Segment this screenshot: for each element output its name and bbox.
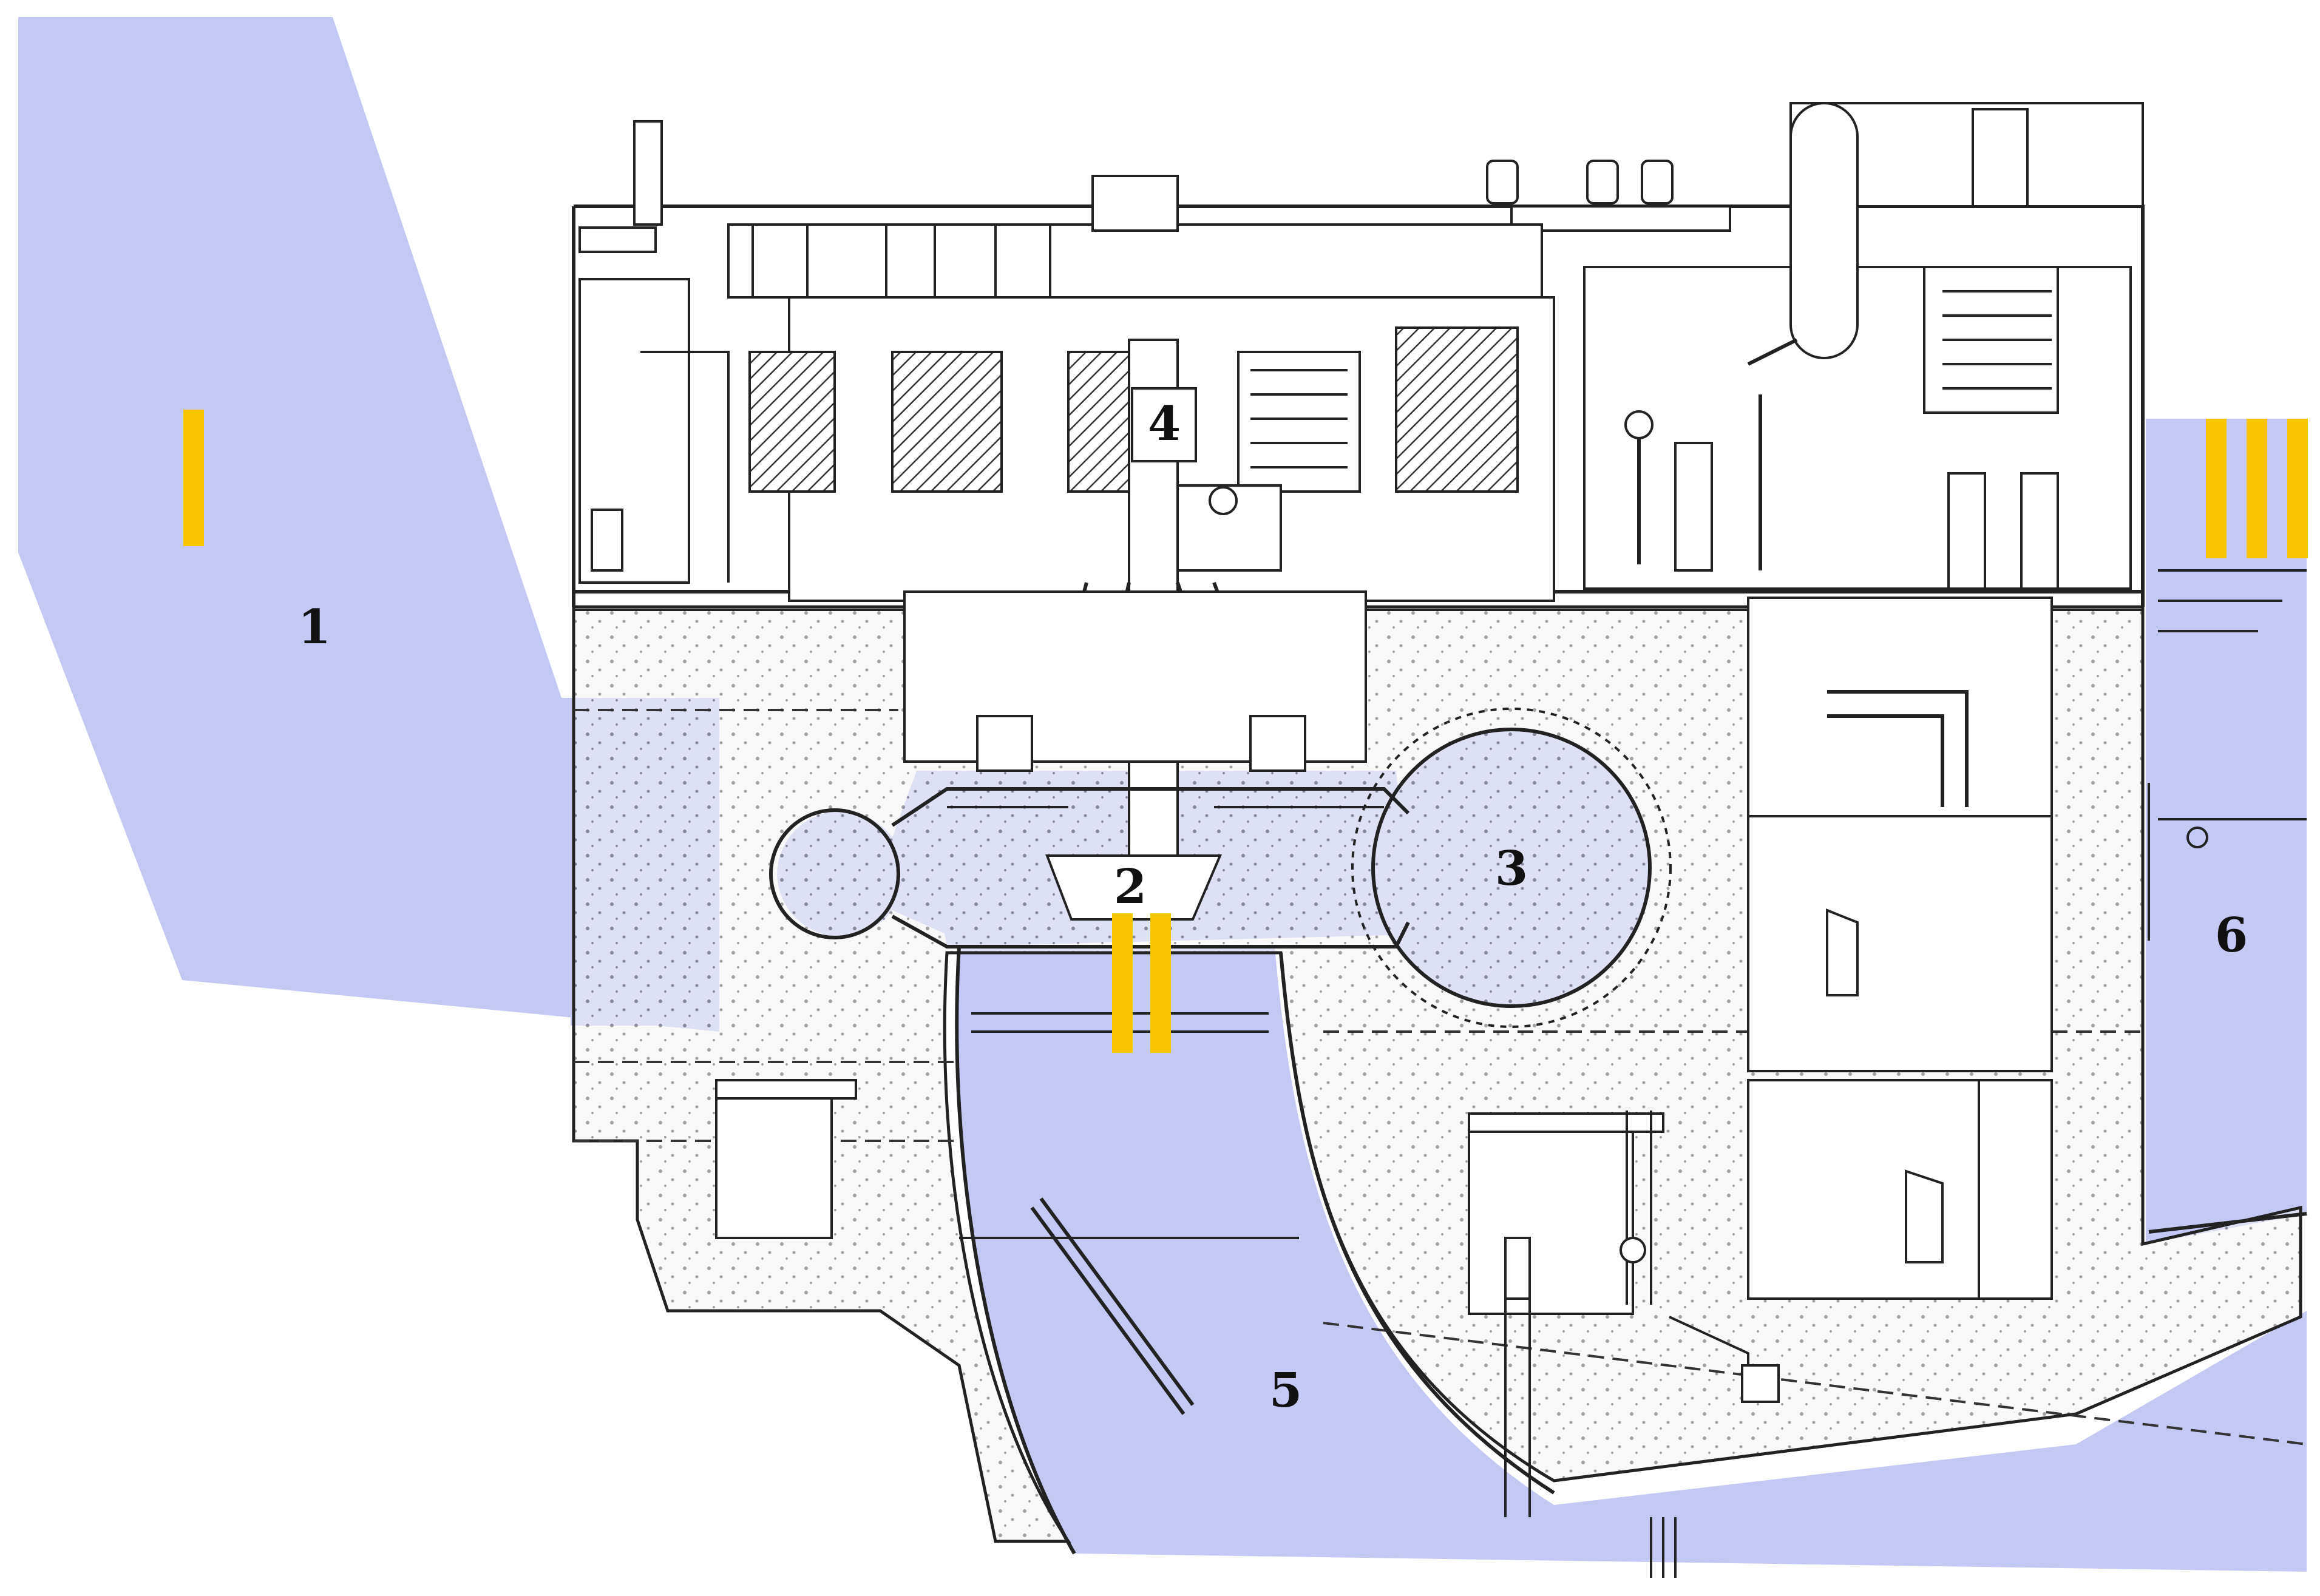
yellow-markers [183, 410, 2308, 1053]
draft-tube-water [957, 947, 2307, 1572]
marker-tailwater-3 [2287, 419, 2308, 558]
marker-runner-1 [1112, 913, 1133, 1053]
marker-tailwater-2 [2247, 419, 2267, 558]
generator-label-box [1131, 387, 1197, 462]
generator-assembly [727, 175, 1555, 899]
label-headwater: 1 [298, 600, 331, 655]
label-generator: 4 [1148, 396, 1181, 451]
number-labels: 1 2 3 4 5 6 [298, 396, 2248, 1418]
marker-tailwater-1 [2206, 419, 2227, 558]
draft-tube-assembly [715, 946, 1780, 1578]
label-runner: 2 [1114, 859, 1147, 915]
powerhouse-structure [572, 102, 2307, 1543]
headwater-region [18, 17, 719, 1032]
turbine-assembly [769, 708, 1672, 1028]
marker-headwater [183, 410, 204, 546]
label-draft-tube: 5 [1269, 1363, 1302, 1418]
runner-cone [1045, 854, 1223, 921]
label-tailwater: 6 [2215, 908, 2248, 963]
tailwater-details [2148, 569, 2307, 1234]
label-spiral-case: 3 [1495, 841, 1528, 896]
marker-runner-2 [1150, 913, 1171, 1053]
tailwater-region [2146, 419, 2307, 1244]
